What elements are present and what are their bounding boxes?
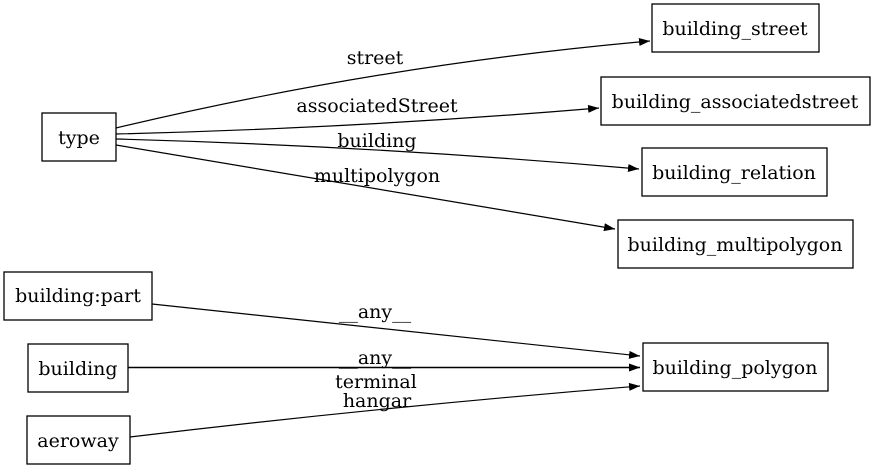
node-building-multipolygon-box bbox=[617, 219, 854, 269]
node-aeroway: aeroway bbox=[26, 415, 131, 465]
node-building-street-label: building_street bbox=[662, 18, 808, 40]
edge-label-any-2: __any__ bbox=[339, 347, 412, 369]
edge-type-building-street bbox=[115, 37, 651, 129]
node-building-street: building_street bbox=[651, 3, 820, 53]
edge-type-building-associatedstreet bbox=[115, 104, 600, 135]
edge-label-hangar: hangar bbox=[343, 390, 412, 412]
nodes-layer: type building_street building_associated… bbox=[3, 3, 871, 465]
node-building-part: building:part bbox=[3, 271, 153, 321]
node-building-multipolygon-label: building_multipolygon bbox=[628, 234, 843, 256]
edge-labels-layer: street associatedStreet building multipo… bbox=[296, 47, 458, 412]
node-building-associatedstreet-box bbox=[600, 76, 871, 126]
node-aeroway-box bbox=[26, 415, 131, 465]
node-building-box bbox=[27, 343, 129, 393]
node-type-label: type bbox=[58, 127, 100, 149]
edge-label-multipolygon: multipolygon bbox=[314, 165, 440, 187]
edges-layer bbox=[115, 37, 651, 438]
edge-label-building: building bbox=[337, 130, 416, 152]
node-building-part-label: building:part bbox=[15, 285, 141, 307]
edge-label-associatedstreet: associatedStreet bbox=[296, 95, 458, 117]
node-building-polygon: building_polygon bbox=[642, 342, 829, 392]
node-building-associatedstreet-label: building_associatedstreet bbox=[612, 91, 859, 113]
node-building-relation-box bbox=[641, 147, 828, 197]
edge-type-building-multipolygon bbox=[115, 144, 616, 232]
node-type: type bbox=[41, 112, 117, 162]
node-aeroway-label: aeroway bbox=[37, 430, 119, 452]
node-building-associatedstreet: building_associatedstreet bbox=[600, 76, 871, 126]
edge-label-street: street bbox=[347, 47, 404, 69]
edge-aeroway-building-polygon bbox=[129, 382, 641, 438]
node-building-street-box bbox=[651, 3, 820, 53]
node-building-multipolygon: building_multipolygon bbox=[617, 219, 854, 269]
node-building-relation-label: building_relation bbox=[652, 162, 816, 184]
node-building-part-box bbox=[3, 271, 153, 321]
edge-label-terminal: terminal bbox=[335, 371, 417, 393]
edge-label-any-1: __any__ bbox=[339, 301, 412, 323]
edge-type-building-relation bbox=[115, 138, 640, 173]
node-building-polygon-box bbox=[642, 342, 829, 392]
node-building-polygon-label: building_polygon bbox=[653, 357, 818, 379]
node-building: building bbox=[27, 343, 129, 393]
edge-buildingpart-building-polygon bbox=[151, 303, 641, 359]
node-type-box bbox=[41, 112, 117, 162]
node-building-label: building bbox=[38, 358, 117, 380]
node-building-relation: building_relation bbox=[641, 147, 828, 197]
